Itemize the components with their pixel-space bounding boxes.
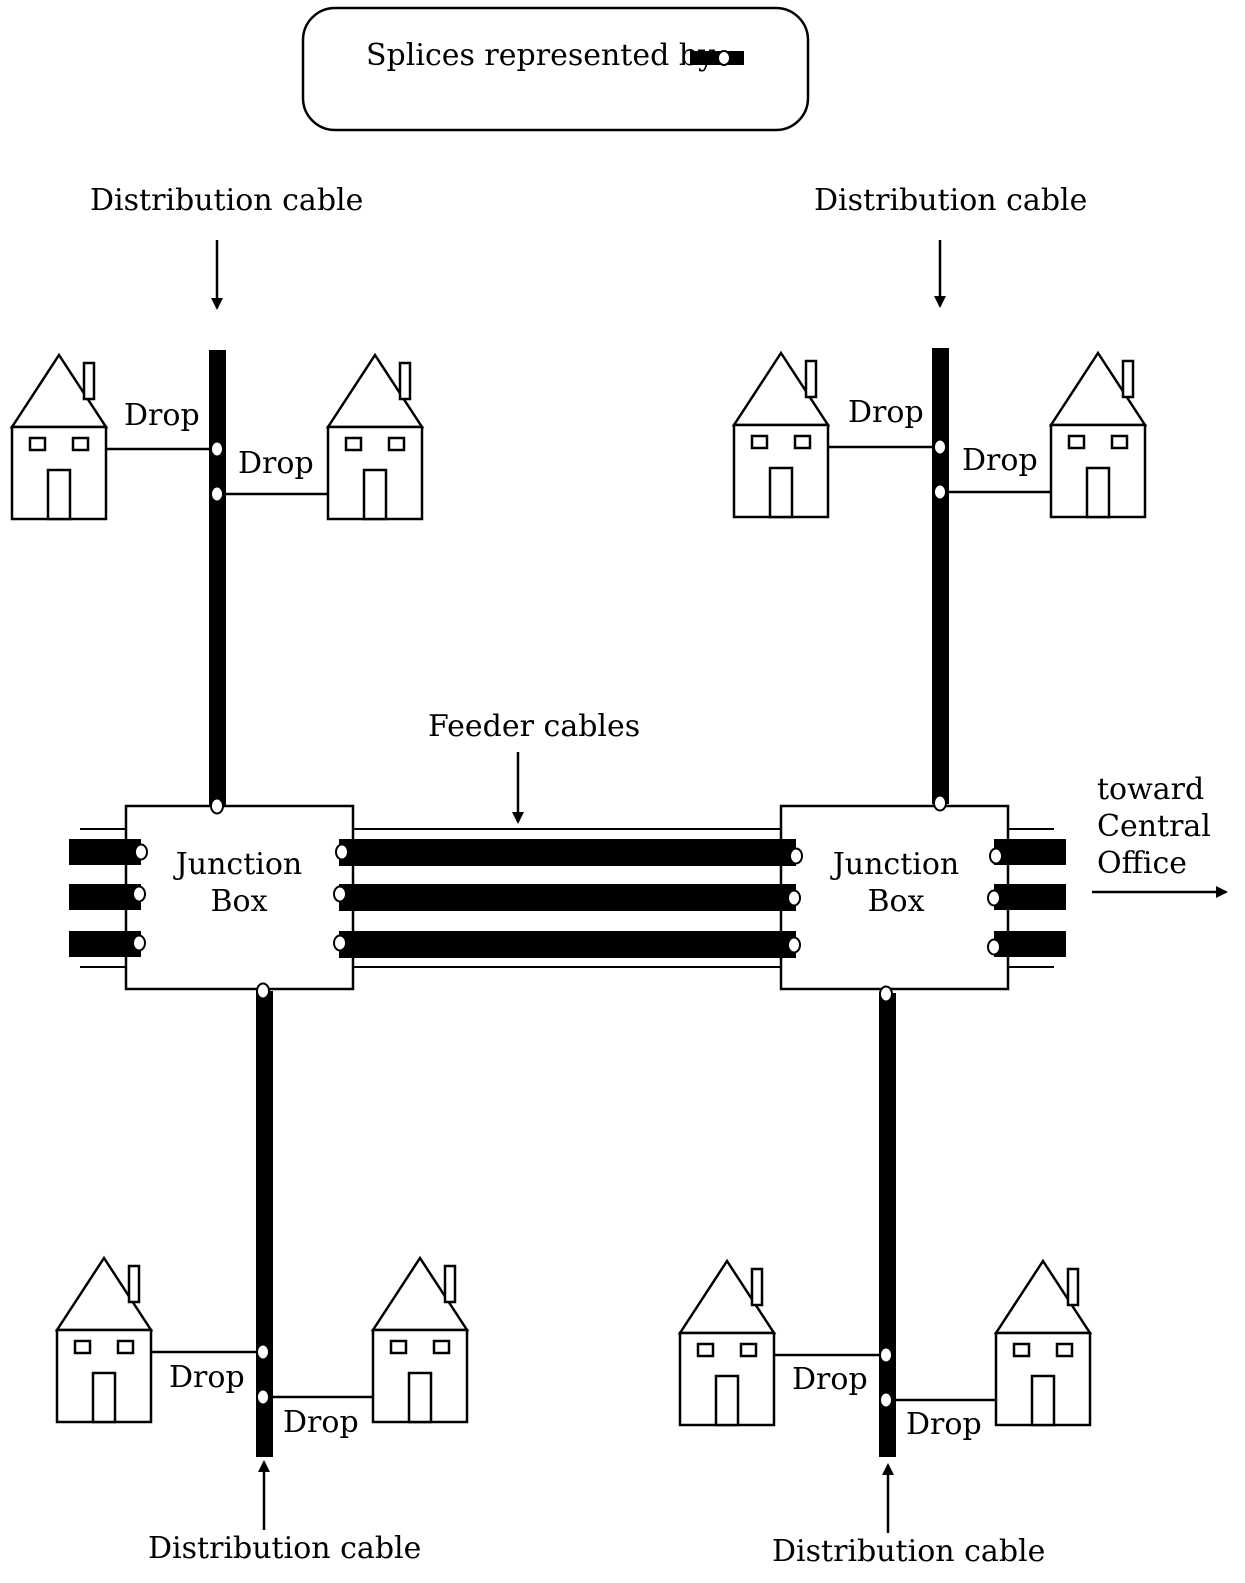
house-icon — [678, 1259, 776, 1427]
house-icon — [732, 351, 830, 519]
splice-icon — [132, 885, 146, 903]
junction-box-label: Box — [867, 884, 924, 919]
junction-box-label: Junction — [173, 847, 303, 882]
splice-icon — [132, 934, 146, 952]
splice-icon — [333, 885, 347, 903]
stub-cable — [994, 884, 1066, 910]
distribution-cable-bottom-right — [879, 993, 896, 1457]
distribution-cable-label-top-left: Distribution cable — [90, 183, 363, 218]
splice-icon — [787, 889, 801, 907]
distribution-cable-label-bottom-left: Distribution cable — [148, 1531, 421, 1566]
drop-label: Drop — [792, 1362, 868, 1397]
distribution-cable-top-right — [932, 348, 949, 804]
splice-icon — [789, 847, 803, 865]
splice-icon — [933, 483, 947, 501]
junction-box-right — [779, 804, 1010, 991]
splice-icon — [933, 438, 947, 456]
house-icon — [326, 353, 424, 521]
splice-icon — [879, 1391, 893, 1409]
legend: Splices represented by — [301, 6, 810, 132]
stub-cable — [69, 931, 141, 957]
feeder-cable — [339, 931, 796, 958]
splice-icon — [879, 1346, 893, 1364]
splice-icon — [256, 982, 270, 1000]
house-icon — [994, 1259, 1092, 1427]
distribution-cable-label-bottom-right: Distribution cable — [772, 1534, 1045, 1569]
feeder-cables-label: Feeder cables — [428, 709, 640, 744]
house-icon — [55, 1256, 153, 1424]
stub-cable — [994, 839, 1066, 865]
splice-icon — [989, 847, 1003, 865]
toward-label: Central — [1097, 809, 1211, 844]
splice-icon — [933, 794, 947, 812]
house-icon — [10, 353, 108, 521]
splice-icon — [335, 843, 349, 861]
drop-label: Drop — [238, 446, 314, 481]
drop-label: Drop — [283, 1405, 359, 1440]
stub-cable — [994, 931, 1066, 957]
stub-cable — [69, 884, 141, 910]
splice-icon — [787, 936, 801, 954]
toward-label: Office — [1097, 846, 1187, 881]
drop-label: Drop — [169, 1360, 245, 1395]
toward-label: toward — [1097, 772, 1204, 807]
house-icon — [371, 1256, 469, 1424]
junction-box-label: Junction — [830, 847, 960, 882]
junction-box-left — [124, 804, 355, 991]
splice-icon — [134, 843, 148, 861]
junction-box-label: Box — [210, 884, 267, 919]
distribution-cable-bottom-left — [256, 991, 273, 1457]
distribution-cable-top-left — [209, 350, 226, 806]
splice-icon — [210, 440, 224, 458]
feeder-cable — [339, 884, 796, 911]
splice-icon — [210, 485, 224, 503]
drop-label: Drop — [848, 395, 924, 430]
distribution-cable-label-top-right: Distribution cable — [814, 183, 1087, 218]
splice-icon — [987, 889, 1001, 907]
drop-label: Drop — [962, 443, 1038, 478]
splice-icon — [879, 985, 893, 1003]
feeder-cable — [339, 839, 796, 866]
splice-icon — [333, 934, 347, 952]
drop-label: Drop — [906, 1407, 982, 1442]
legend-text: Splices represented by — [366, 38, 715, 73]
splice-icon — [210, 797, 224, 815]
drop-label: Drop — [124, 398, 200, 433]
legend-box — [301, 6, 810, 132]
splice-icon — [256, 1343, 270, 1361]
splice-icon — [256, 1388, 270, 1406]
splice-icon — [987, 938, 1001, 956]
legend-splice-icon — [717, 50, 731, 66]
stub-cable — [69, 839, 141, 865]
house-icon — [1049, 351, 1147, 519]
